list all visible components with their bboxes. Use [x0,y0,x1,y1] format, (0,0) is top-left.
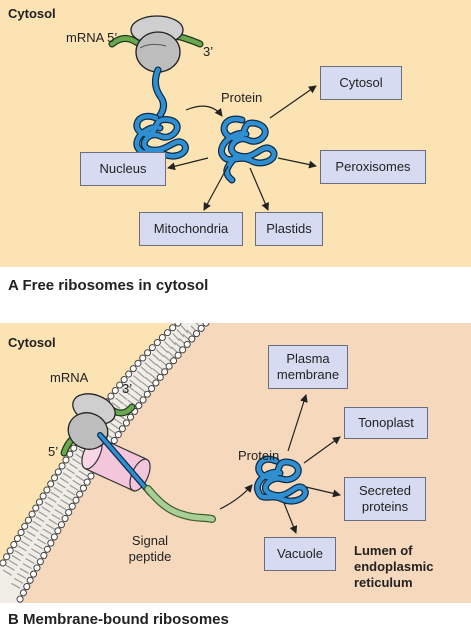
cytosol-region-label-b: Cytosol [8,335,56,350]
protein-label: Protein [221,90,263,105]
lumen-label: Lumen of endoplasmic reticulum [354,543,434,590]
mrna-5-prime-label-b: 5’ [48,444,59,459]
destination-plasma-membrane: Plasma membrane [268,345,348,389]
destination-cytosol: Cytosol [320,66,402,100]
destination-mitochondria: Mitochondria [139,212,243,246]
panel-b-caption: B Membrane-bound ribosomes [8,611,229,628]
mrna-3-prime-label: 3’ [203,44,214,59]
ribosome-bound [67,393,116,450]
panel-b-membrane-bound-ribosomes: Cytosol mRNA 3’ 5’ Protein Signal peptid… [0,323,471,603]
mrna-3-prime-label-b: 3’ [122,381,133,396]
destination-tonoplast: Tonoplast [344,407,428,439]
mrna-label-b: mRNA [50,370,89,385]
destination-plastids: Plastids [255,212,323,246]
folded-protein-1 [133,112,189,160]
panel-b-illustration [0,323,341,603]
mrna-5-prime-label: mRNA 5’ [66,30,118,45]
er-membrane [0,323,206,603]
ribosome [130,15,184,73]
cytosol-region-label: Cytosol [8,6,56,21]
panel-a-free-ribosomes: Cytosol mRNA 5’ 3’ Protein Cytosol Nucle… [0,0,471,267]
panel-a-caption: A Free ribosomes in cytosol [8,277,209,294]
folded-protein-lumen [253,455,309,505]
destination-vacuole: Vacuole [264,537,336,571]
destination-nucleus: Nucleus [80,152,166,186]
folded-protein-2 [218,115,278,184]
destination-secreted-proteins: Secreted proteins [344,477,426,521]
signal-peptide-label: Signal peptide [128,533,172,564]
protein-label-b: Protein [238,448,280,463]
destination-peroxisomes: Peroxisomes [320,150,426,184]
